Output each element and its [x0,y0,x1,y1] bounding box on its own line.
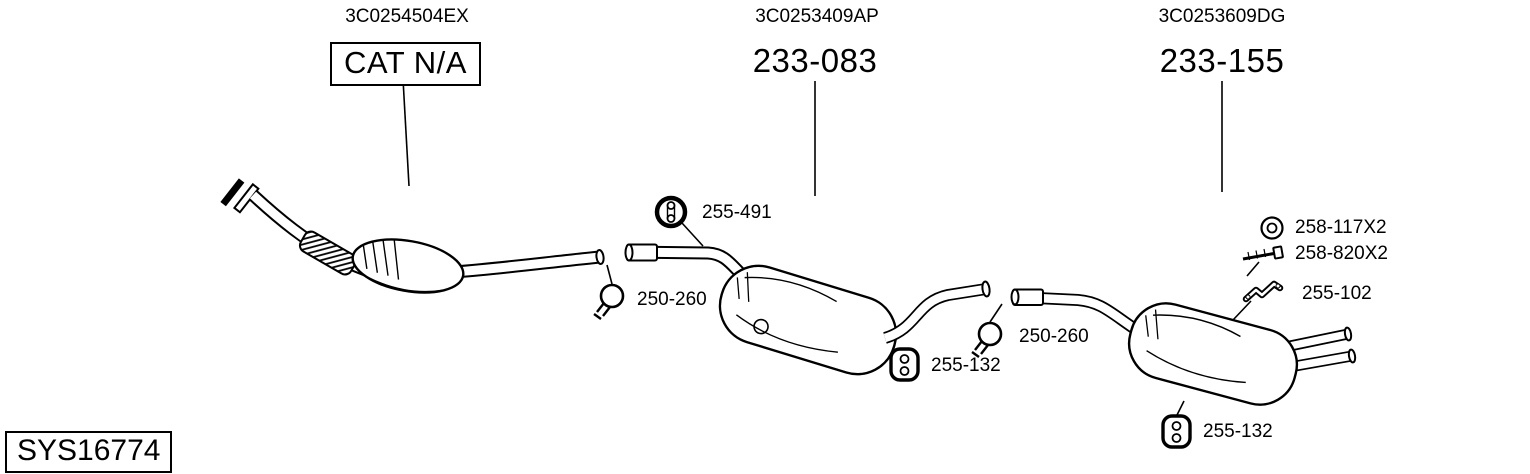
part-ref-washer-rear: 258-117X2 [1295,217,1387,238]
part-ref-mount-rear: 255-132 [1203,421,1273,442]
rubber-mount-icon-mid [889,347,920,382]
cat-callout-box: CAT N/A [330,42,481,86]
rear-muffler-body [1127,302,1299,406]
center-muffler-drawing [624,243,991,376]
part-ref-hanger-mid: 255-491 [702,202,772,223]
part-number-rear: 3C0253609DG [1158,6,1286,27]
system-id: SYS16774 [5,431,173,473]
leader-lines [402,78,1260,416]
flex-braid-section [298,230,358,276]
part-ref-clamp-mid: 250-260 [637,289,707,310]
part-ref-clamp-rear: 250-260 [1019,326,1089,347]
front-pipe-cat-drawing [220,178,605,294]
part-ref-mount-mid: 255-132 [931,355,1001,376]
part-ref-bolt-rear: 258-820X2 [1295,243,1388,264]
rear-muffler-drawing [1010,288,1357,406]
rear-muffler-callout: 233-155 [1159,42,1285,79]
clamp-icon-rear [971,321,1003,358]
washer-icon [1260,216,1284,240]
center-muffler-body [718,264,898,376]
bolt-icon [1242,245,1284,261]
part-number-center: 3C0253409AP [755,6,879,27]
catalytic-converter-body [351,238,465,294]
center-muffler-callout: 233-083 [752,42,878,79]
part-ref-bracket-rear: 255-102 [1302,283,1372,304]
part-number-front: 3C0254504EX [345,6,469,27]
clamp-icon-mid [593,283,625,320]
rubber-hanger-icon [654,195,688,229]
cat-callout: CAT N/A [330,42,481,86]
rubber-mount-icon-rear [1161,414,1192,449]
bracket-icon [1242,280,1284,303]
